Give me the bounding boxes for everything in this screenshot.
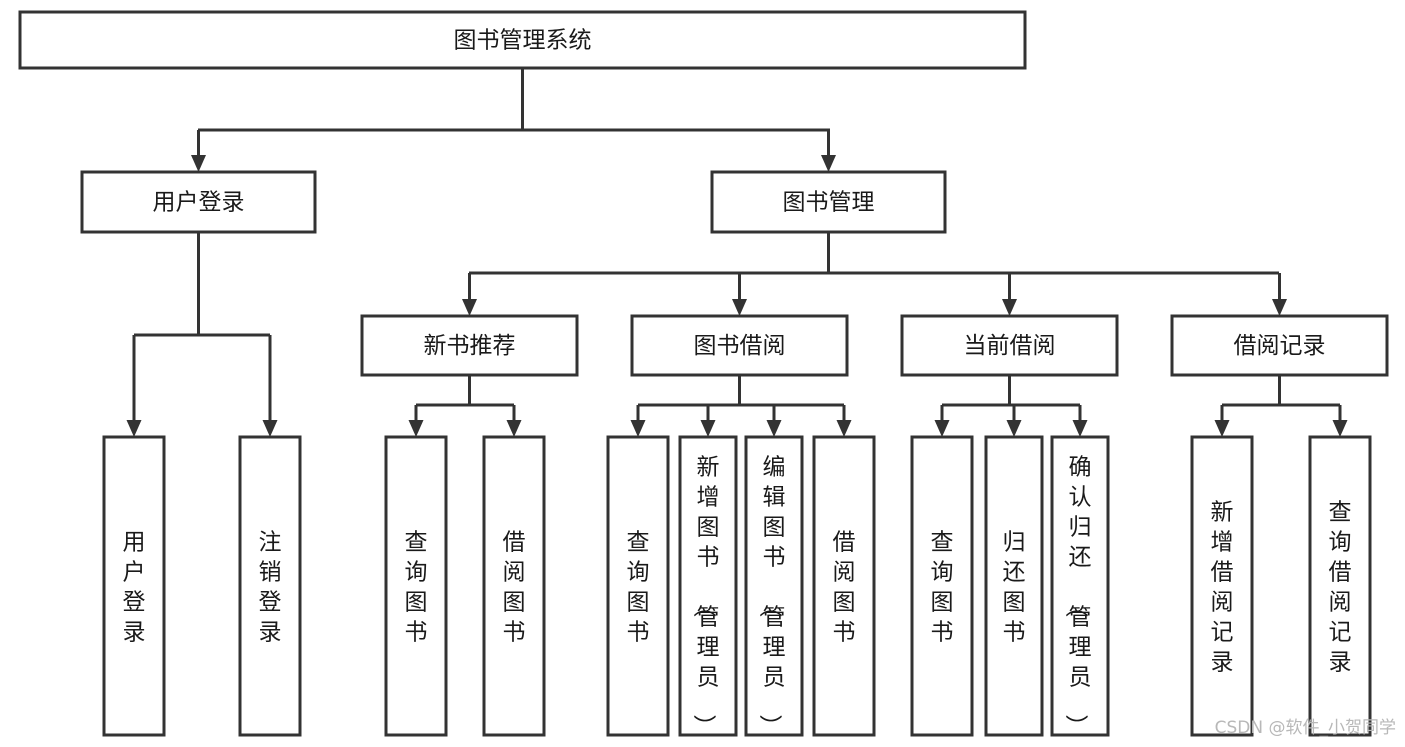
node-label: 归还图书 [1003,529,1026,645]
edge-bookmgmt-to-records [1272,273,1287,316]
node-leaf-bor-1[interactable]: 查询图书 [606,435,670,737]
edge-borrow-to-leaf-bor-2 [700,405,716,437]
edge-root-to-bookmgmt [821,130,836,172]
node-label: 用户登录 [153,190,245,216]
branch-connector-bookmgmt [469,232,1279,275]
edge-borrow-to-leaf-bor-4 [836,405,852,437]
node-login[interactable]: 用户登录 [80,170,317,234]
node-label: 图书管理 [783,190,875,216]
edge-login-to-leaf-login-2 [262,335,278,437]
csdn-watermark: CSDN @软件_小贺同学 [1215,718,1396,738]
node-bookmgmt[interactable]: 图书管理 [710,170,947,234]
node-leaf-rec-2[interactable]: 查询借阅记录 [1308,435,1372,737]
branch-connector-root [198,68,830,132]
node-label: 图书管理系统 [454,28,592,54]
edge-login-to-leaf-login-1 [126,335,142,437]
node-label: 编辑图书（管理员） [757,454,786,737]
node-label: 借阅记录 [1234,333,1326,359]
node-label: 借阅图书 [833,529,856,645]
edge-bookmgmt-to-borrow [732,273,747,316]
node-label: 图书借阅 [694,333,786,359]
node-label: 查询图书 [931,529,954,645]
edge-bookmgmt-to-newbook [462,273,477,316]
node-label: 新书推荐 [424,333,516,359]
node-label: 注销登录 [259,529,282,645]
node-leaf-login-1[interactable]: 用户登录 [102,435,166,737]
node-borrow[interactable]: 图书借阅 [630,314,849,377]
node-records[interactable]: 借阅记录 [1170,314,1389,377]
node-leaf-cur-1[interactable]: 查询图书 [910,435,974,737]
node-leaf-login-2[interactable]: 注销登录 [238,435,302,737]
branch-connector-login [134,232,270,337]
edge-borrow-to-leaf-bor-3 [766,405,782,437]
edge-borrow-to-leaf-bor-1 [630,405,646,437]
node-root[interactable]: 图书管理系统 [18,10,1027,70]
node-leaf-rec-1[interactable]: 新增借阅记录 [1190,435,1254,737]
node-label: 新增借阅记录 [1211,499,1234,675]
node-leaf-bor-4[interactable]: 借阅图书 [812,435,876,737]
node-leaf-new-2[interactable]: 借阅图书 [482,435,546,737]
edge-records-to-leaf-rec-1 [1214,405,1230,437]
node-newbook[interactable]: 新书推荐 [360,314,579,377]
node-label: 确认归还（管理员） [1063,454,1092,737]
node-leaf-new-1[interactable]: 查询图书 [384,435,448,737]
node-label: 查询借阅记录 [1329,499,1352,675]
node-label: 查询图书 [627,529,650,645]
edge-root-to-login [191,130,206,172]
edge-current-to-leaf-cur-2 [1006,405,1022,437]
node-label: 借阅图书 [503,529,526,645]
node-layer: 图书管理系统用户登录图书管理新书推荐图书借阅当前借阅借阅记录用户登录注销登录查询… [18,10,1389,737]
edge-current-to-leaf-cur-3 [1072,405,1088,437]
node-label: 新增图书（管理员） [691,454,720,737]
branch-connector-borrow [638,375,844,407]
node-leaf-bor-3[interactable]: 编辑图书（管理员） [744,435,804,737]
node-label: 用户登录 [123,529,146,645]
branch-connector-newbook [416,375,514,407]
node-leaf-bor-2[interactable]: 新增图书（管理员） [678,435,738,737]
edge-bookmgmt-to-current [1002,273,1017,316]
node-leaf-cur-2[interactable]: 归还图书 [984,435,1044,737]
node-label: 查询图书 [405,529,428,645]
branch-connector-current [942,375,1080,407]
node-current[interactable]: 当前借阅 [900,314,1119,377]
node-label: 当前借阅 [964,333,1056,359]
edge-records-to-leaf-rec-2 [1332,405,1348,437]
connector-layer [126,68,1348,437]
edge-current-to-leaf-cur-1 [934,405,950,437]
edge-newbook-to-leaf-new-2 [506,405,522,437]
node-leaf-cur-3[interactable]: 确认归还（管理员） [1050,435,1110,737]
branch-connector-records [1222,375,1340,407]
edge-newbook-to-leaf-new-1 [408,405,424,437]
